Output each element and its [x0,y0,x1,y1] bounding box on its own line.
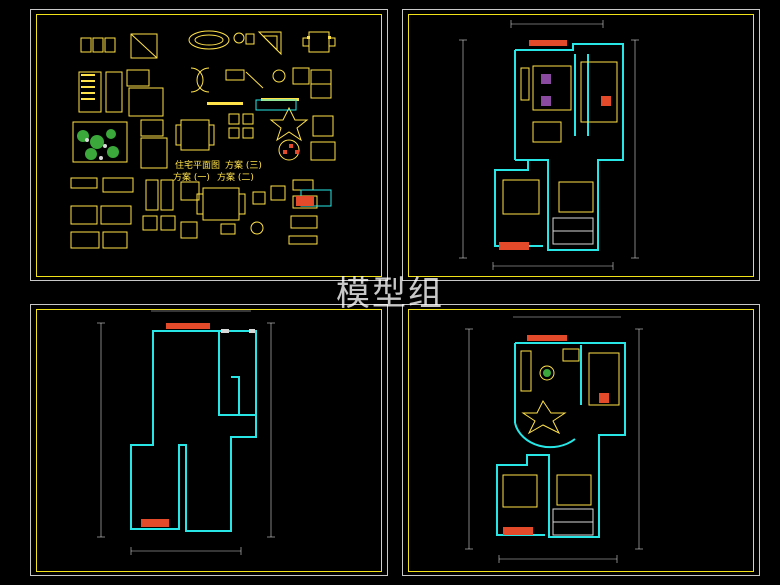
furnished-floor-plan [459,20,639,270]
furniture-symbols-drawing [70,30,336,249]
scheme-three-label: 方案 (三) [225,161,262,171]
floor-plan-panel-bottom-right [402,304,760,576]
drawing-frame [408,14,754,277]
watermark-text: 模型组 [336,274,444,314]
scheme-one-label: 方案 (一) [173,173,210,183]
drawing-frame [36,309,382,572]
symbols-library-panel: 住宅平面图 方案 (三) 方案 (一) 方案 (二) [30,9,388,281]
floor-plan-panel-top-right [402,9,760,281]
drawing-frame [36,14,382,277]
floor-plan-panel-bottom-left [30,304,388,576]
empty-shell-floor-plan [97,310,275,555]
drawing-frame [408,309,754,572]
alternative-furnished-floor-plan [465,316,643,563]
plan-title-label: 住宅平面图 [175,161,221,171]
scheme-two-label: 方案 (二) [217,173,254,183]
